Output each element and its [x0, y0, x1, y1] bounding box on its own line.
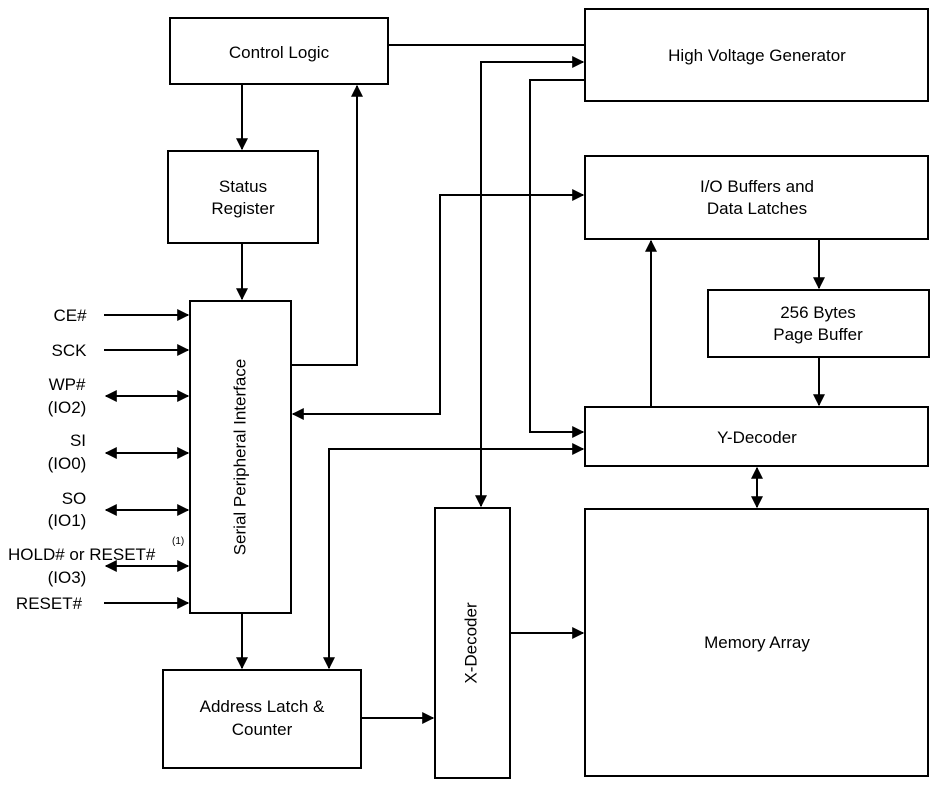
io-buffers-block: I/O Buffers and Data Latches	[584, 155, 929, 240]
pin-si-label-2: (IO0)	[48, 454, 87, 473]
high-voltage-generator-block: High Voltage Generator	[584, 8, 929, 102]
x-decoder-block: X-Decoder	[434, 507, 511, 779]
address-latch-label-2: Counter	[232, 720, 293, 739]
pin-hold: HOLD# or RESET# (1) (IO3)	[8, 536, 190, 587]
memory-array-block: Memory Array	[584, 508, 929, 777]
page-buffer-label-1: 256 Bytes	[780, 303, 856, 322]
control-logic-block: Control Logic	[169, 17, 389, 85]
pin-reset-label: RESET#	[16, 594, 83, 613]
serial-peripheral-interface-block: Serial Peripheral Interface	[189, 300, 292, 614]
serial-peripheral-interface-label: Serial Peripheral Interface	[230, 359, 249, 556]
pin-si-label-1: SI	[70, 431, 86, 450]
status-register-block: Status Register	[167, 150, 319, 244]
pin-si: SI (IO0)	[48, 431, 190, 473]
high-voltage-generator-label: High Voltage Generator	[668, 46, 846, 65]
status-register-label-1: Status	[219, 177, 267, 196]
status-register-label-2: Register	[211, 199, 275, 218]
pin-sck-label: SCK	[52, 341, 88, 360]
pin-hold-label-1: HOLD# or RESET#	[8, 545, 156, 564]
address-latch-block: Address Latch & Counter	[162, 669, 362, 769]
pin-sck: SCK	[52, 341, 190, 360]
y-decoder-label: Y-Decoder	[717, 428, 797, 447]
pin-so-label-2: (IO1)	[48, 511, 87, 530]
arrow-hvg-to-ydecoder	[529, 79, 585, 438]
y-decoder-block: Y-Decoder	[584, 406, 929, 467]
pin-hold-note: (1)	[172, 536, 184, 547]
pin-ce-label: CE#	[53, 306, 87, 325]
pin-wp: WP# (IO2)	[48, 375, 190, 417]
pin-so: SO (IO1)	[48, 489, 190, 530]
control-logic-label: Control Logic	[229, 43, 330, 62]
connectors	[236, 44, 825, 724]
pin-wp-label-1: WP#	[49, 375, 86, 394]
page-buffer-label-2: Page Buffer	[773, 325, 863, 344]
pin-wp-label-2: (IO2)	[48, 398, 87, 417]
io-buffers-label-1: I/O Buffers and	[700, 177, 814, 196]
pin-hold-label-2: (IO3)	[48, 568, 87, 587]
x-decoder-label: X-Decoder	[461, 602, 480, 684]
io-buffers-label-2: Data Latches	[707, 199, 807, 218]
arrow-spi-io-buffers	[291, 189, 585, 420]
pin-reset: RESET#	[16, 594, 190, 613]
arrow-xdecoder-hvg	[475, 56, 585, 508]
pin-so-label-1: SO	[62, 489, 87, 508]
address-latch-label-1: Address Latch &	[200, 697, 325, 716]
page-buffer-block: 256 Bytes Page Buffer	[707, 289, 930, 358]
memory-array-label: Memory Array	[704, 633, 810, 652]
pin-ce: CE#	[53, 306, 190, 325]
